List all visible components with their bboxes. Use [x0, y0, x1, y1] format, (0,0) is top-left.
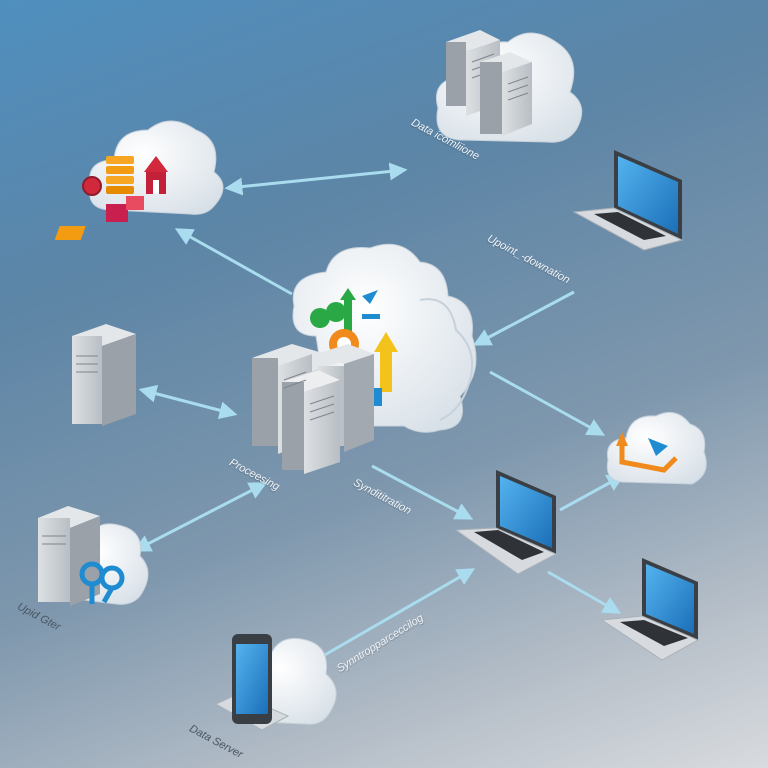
numbers-chart-icon — [310, 288, 356, 338]
arrow-laptop-to-laptop — [547, 570, 622, 614]
arrow-processing-to-laptop — [371, 464, 474, 520]
arrow-processing-to-synccloud — [489, 370, 606, 436]
arrow-phone-to-laptop — [315, 568, 476, 662]
data-server-cloud — [436, 30, 583, 143]
processing-server-cluster — [252, 344, 374, 474]
arrow-upld-to-processing — [132, 482, 268, 552]
laptop-icon — [600, 558, 700, 661]
tower-server-icon — [72, 324, 136, 426]
blue-arrow-icon — [362, 290, 378, 304]
database-stack-icon — [106, 156, 134, 194]
upld-server-cloud — [38, 506, 149, 606]
sync-cloud — [606, 411, 707, 485]
phone-cloud — [214, 634, 337, 731]
server-rack-icon — [480, 52, 532, 136]
orange-tile-icon — [54, 226, 86, 240]
arrow-server-to-processing — [138, 384, 238, 420]
arrow-cloud-to-datacloud — [224, 162, 408, 196]
storage-cloud — [54, 120, 224, 240]
sync-arrows-icon — [619, 446, 678, 473]
yellow-up-arrow-icon — [372, 332, 398, 406]
arrow-processing-to-storagecloud — [174, 228, 293, 296]
red-button-icon — [82, 176, 102, 196]
connector-arrows — [132, 162, 626, 662]
upload-house-icon — [144, 156, 168, 194]
user-sync-icon — [79, 561, 125, 604]
play-icon — [648, 438, 668, 456]
red-box-icon — [106, 204, 128, 222]
arrow-laptop-to-processing — [472, 290, 575, 346]
laptop-icon — [454, 470, 558, 575]
laptop-icon — [572, 150, 684, 251]
folder-icon — [126, 196, 144, 210]
arrow-laptop-to-synccloud — [559, 474, 626, 512]
blue-dash-icon — [362, 314, 380, 319]
